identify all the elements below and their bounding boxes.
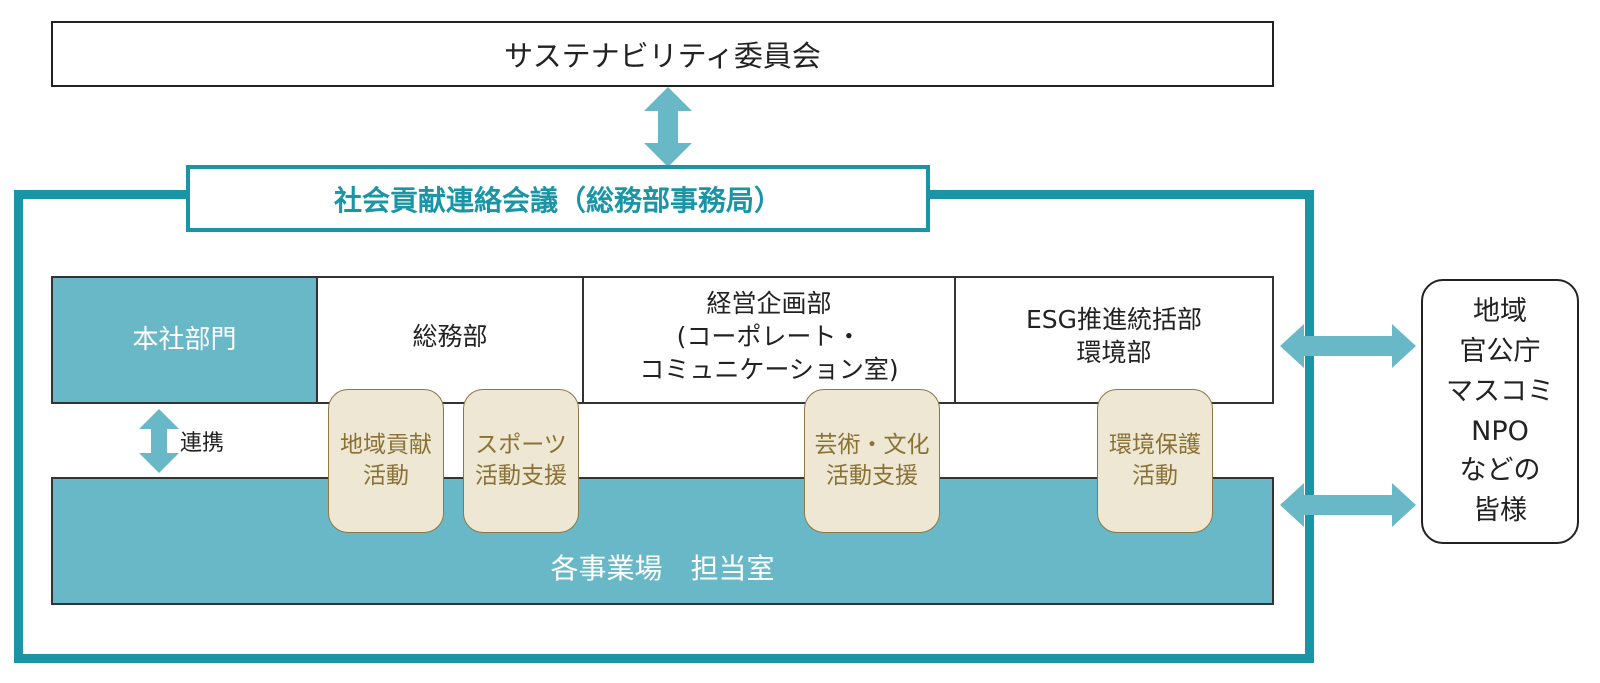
activity-arts-culture-support: 芸術・文化 活動支援 — [804, 389, 940, 533]
corporate-planning-dept-line-3: コミュニケーション室) — [639, 354, 899, 384]
business-sites-label: 各事業場 担当室 — [550, 552, 775, 585]
committee-council-double-arrow-icon — [644, 87, 692, 167]
corporate-planning-dept-cell: 経営企画部 (コーポレート・ コミュニケーション室) — [582, 276, 956, 404]
activity-environment-line-2: 活動 — [1132, 463, 1178, 489]
esg-dept-line-1: ESG推進統括部 — [1025, 305, 1203, 334]
activity-environment-line-1: 環境保護 — [1109, 431, 1201, 458]
activity-sports-support: スポーツ 活動支援 — [463, 389, 579, 533]
social-contribution-council-box: 社会貢献連絡会議（総務部事務局） — [186, 165, 930, 232]
activity-sports-line-1: スポーツ — [475, 431, 567, 458]
activity-sports-line-2: 活動支援 — [475, 463, 567, 489]
stakeholder-line-5: などの — [1459, 455, 1541, 487]
general-affairs-dept-label: 総務部 — [412, 321, 488, 351]
sustainability-committee-label: サステナビリティ委員会 — [504, 39, 821, 73]
headquarters-division-cell: 本社部門 — [51, 276, 318, 404]
collaboration-double-arrow-icon — [139, 409, 179, 473]
stakeholders-box: 地域 官公庁 マスコミ NPO などの 皆様 — [1421, 279, 1579, 544]
stakeholder-line-1: 地域 — [1473, 295, 1527, 327]
activity-community-contribution: 地域貢献 活動 — [328, 389, 444, 533]
activity-environmental-protection: 環境保護 活動 — [1097, 389, 1213, 533]
business-sites-bar: 各事業場 担当室 — [51, 477, 1274, 605]
corporate-planning-dept-line-2: (コーポレート・ — [676, 321, 862, 351]
esg-dept-cell: ESG推進統括部 環境部 — [954, 276, 1274, 404]
social-contribution-council-label: 社会貢献連絡会議（総務部事務局） — [333, 183, 782, 217]
sites-stakeholder-double-arrow-icon — [1280, 483, 1416, 527]
corporate-planning-dept-line-1: 経営企画部 — [706, 288, 832, 318]
activity-arts-line-1: 芸術・文化 — [814, 431, 930, 458]
stakeholder-line-6: 皆様 — [1473, 495, 1527, 527]
activity-community-line-1: 地域貢献 — [340, 431, 432, 458]
esg-dept-line-2: 環境部 — [1076, 338, 1152, 367]
collaboration-label: 連携 — [180, 431, 225, 456]
activity-community-line-2: 活動 — [363, 463, 409, 489]
sustainability-committee-box: サステナビリティ委員会 — [51, 21, 1274, 87]
headquarters-division-label: 本社部門 — [132, 324, 237, 355]
dept-stakeholder-double-arrow-icon — [1280, 324, 1416, 368]
activity-arts-line-2: 活動支援 — [826, 463, 918, 489]
stakeholder-line-4: NPO — [1471, 415, 1529, 447]
general-affairs-dept-cell: 総務部 — [316, 276, 584, 404]
stakeholder-line-2: 官公庁 — [1459, 335, 1541, 367]
stakeholder-line-3: マスコミ — [1446, 375, 1554, 407]
